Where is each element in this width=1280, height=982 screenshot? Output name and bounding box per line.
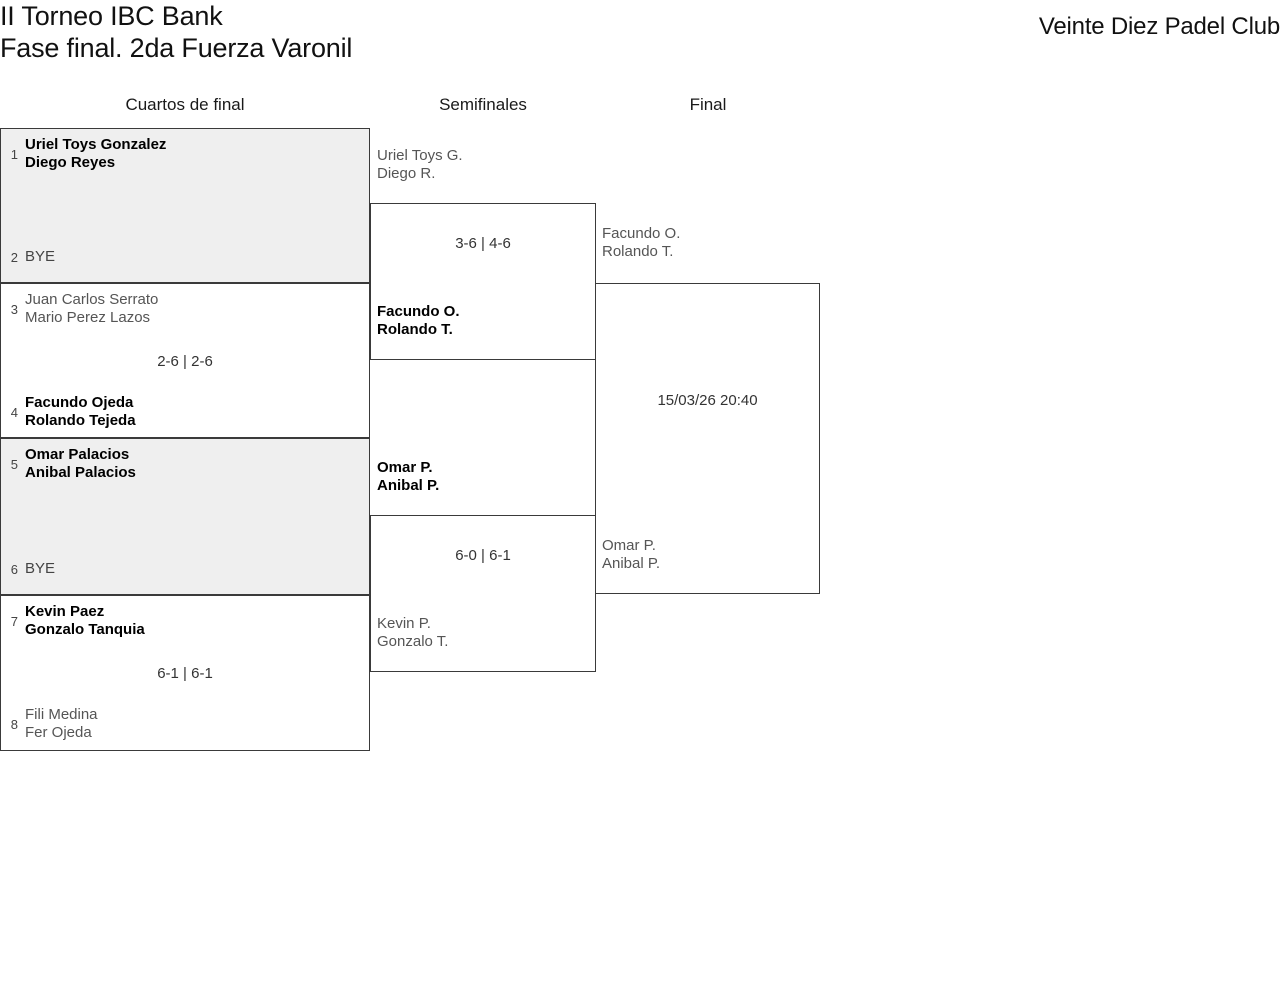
quarterfinal-match-3[interactable]: 5 Omar Palacios Anibal Palacios 6 BYE [0, 438, 370, 595]
qf4-team-bottom: 8 Fili Medina Fer Ojeda [1, 706, 371, 742]
round-header-final: Final [689, 95, 727, 114]
qf2-team-top-player2: Mario Perez Lazos [25, 309, 151, 326]
qf2-seed-bottom: 4 [10, 404, 18, 420]
quarterfinal-match-2[interactable]: 3 Juan Carlos Serrato Mario Perez Lazos … [0, 283, 370, 438]
qf4-team-top-player1: Kevin Paez [25, 603, 105, 620]
semifinal-match-1[interactable]: 3-6 | 4-6 Facundo O. Rolando T. [370, 203, 596, 360]
final-schedule: 15/03/26 20:40 [657, 392, 758, 409]
round-header-quarterfinals: Cuartos de final [125, 95, 245, 114]
final-match[interactable]: 15/03/26 20:40 Omar P. Anibal P. [595, 283, 820, 594]
tournament-title-line1: II Torneo IBC Bank [0, 1, 223, 31]
qf3-team-top-player1: Omar Palacios [25, 446, 130, 463]
quarterfinal-match-1[interactable]: 1 Uriel Toys Gonzalez Diego Reyes 2 BYE [0, 128, 370, 283]
qf3-team-bottom: 6 BYE [1, 560, 371, 578]
final-team-bottom-player2: Anibal P. [602, 555, 661, 572]
qf3-team-top-names: Omar Palacios Anibal Palacios [25, 446, 136, 482]
club-name: Veinte Diez Padel Club [1038, 13, 1280, 40]
qf3-team-bottom-names: BYE [25, 560, 56, 577]
sf2-team-bottom-player2: Gonzalo T. [377, 633, 449, 650]
qf1-team-top-names: Uriel Toys Gonzalez Diego Reyes [25, 136, 166, 172]
qf4-team-bottom-player2: Fer Ojeda [25, 724, 92, 741]
sf1-team-top-player1: Uriel Toys G. [377, 147, 463, 164]
qf1-team-top-player2: Diego Reyes [25, 154, 116, 171]
qf4-team-top: 7 Kevin Paez Gonzalo Tanquia [1, 603, 371, 639]
qf4-seed-bottom: 8 [10, 716, 18, 732]
tournament-title: II Torneo IBC Bank Fase final. 2da Fuerz… [0, 0, 352, 64]
sf2-team-top-player2: Anibal P. [377, 477, 440, 494]
qf3-team-top: 5 Omar Palacios Anibal Palacios [1, 446, 371, 482]
qf2-team-bottom: 4 Facundo Ojeda Rolando Tejeda [1, 394, 371, 430]
sf1-team-bottom-player2: Rolando T. [377, 321, 453, 338]
qf1-team-bottom-names: BYE [25, 248, 56, 265]
qf1-team-top-player1: Uriel Toys Gonzalez [25, 136, 167, 153]
qf2-team-bottom-names: Facundo Ojeda Rolando Tejeda [25, 394, 136, 430]
final-team-bottom: Omar P. Anibal P. [602, 537, 660, 573]
sf1-team-bottom-player1: Facundo O. [377, 303, 460, 320]
final-team-top: Facundo O. Rolando T. [602, 225, 680, 261]
qf2-team-top-names: Juan Carlos Serrato Mario Perez Lazos [25, 291, 158, 327]
qf1-team-bottom: 2 BYE [1, 248, 371, 266]
qf4-team-top-player2: Gonzalo Tanquia [25, 621, 145, 638]
qf1-seed-bottom: 2 [10, 249, 18, 265]
qf4-team-bottom-names: Fili Medina Fer Ojeda [25, 706, 98, 742]
semifinal-2-team-bottom: Kevin P. Gonzalo T. [377, 615, 448, 651]
quarterfinal-match-4[interactable]: 7 Kevin Paez Gonzalo Tanquia 6-1 | 6-1 8… [0, 595, 370, 751]
final-team-bottom-player1: Omar P. [602, 537, 656, 554]
sf2-team-bottom-player1: Kevin P. [377, 615, 431, 632]
sf1-score: 3-6 | 4-6 [455, 235, 511, 252]
qf3-seed-top: 5 [10, 456, 18, 472]
qf2-team-top-player1: Juan Carlos Serrato [25, 291, 159, 308]
qf4-seed-top: 7 [10, 613, 18, 629]
semifinal-1-team-top: Uriel Toys G. Diego R. [377, 147, 463, 183]
qf2-team-bottom-player1: Facundo Ojeda [25, 394, 134, 411]
semifinal-match-2[interactable]: 6-0 | 6-1 Kevin P. Gonzalo T. [370, 515, 596, 672]
sf2-team-top-player1: Omar P. [377, 459, 433, 476]
round-header-semifinals: Semifinales [439, 95, 527, 114]
tournament-title-line2: Fase final. 2da Fuerza Varonil [0, 33, 353, 63]
qf2-team-top: 3 Juan Carlos Serrato Mario Perez Lazos [1, 291, 371, 327]
qf3-seed-bottom: 6 [10, 561, 18, 577]
final-team-top-player1: Facundo O. [602, 225, 681, 242]
qf4-team-bottom-player1: Fili Medina [25, 706, 98, 723]
qf3-team-top-player2: Anibal Palacios [25, 464, 136, 481]
qf2-seed-top: 3 [10, 301, 18, 317]
qf1-seed-top: 1 [10, 146, 18, 162]
final-team-top-player2: Rolando T. [602, 243, 674, 260]
qf1-team-top: 1 Uriel Toys Gonzalez Diego Reyes [1, 136, 371, 172]
sf2-score: 6-0 | 6-1 [455, 547, 511, 564]
qf2-score: 2-6 | 2-6 [157, 353, 213, 370]
qf4-score: 6-1 | 6-1 [157, 665, 213, 682]
qf2-team-bottom-player2: Rolando Tejeda [25, 412, 136, 429]
qf4-team-top-names: Kevin Paez Gonzalo Tanquia [25, 603, 145, 639]
sf1-team-top-player2: Diego R. [377, 165, 436, 182]
semifinal-2-team-top: Omar P. Anibal P. [377, 459, 439, 495]
semifinal-1-team-bottom: Facundo O. Rolando T. [377, 303, 460, 339]
